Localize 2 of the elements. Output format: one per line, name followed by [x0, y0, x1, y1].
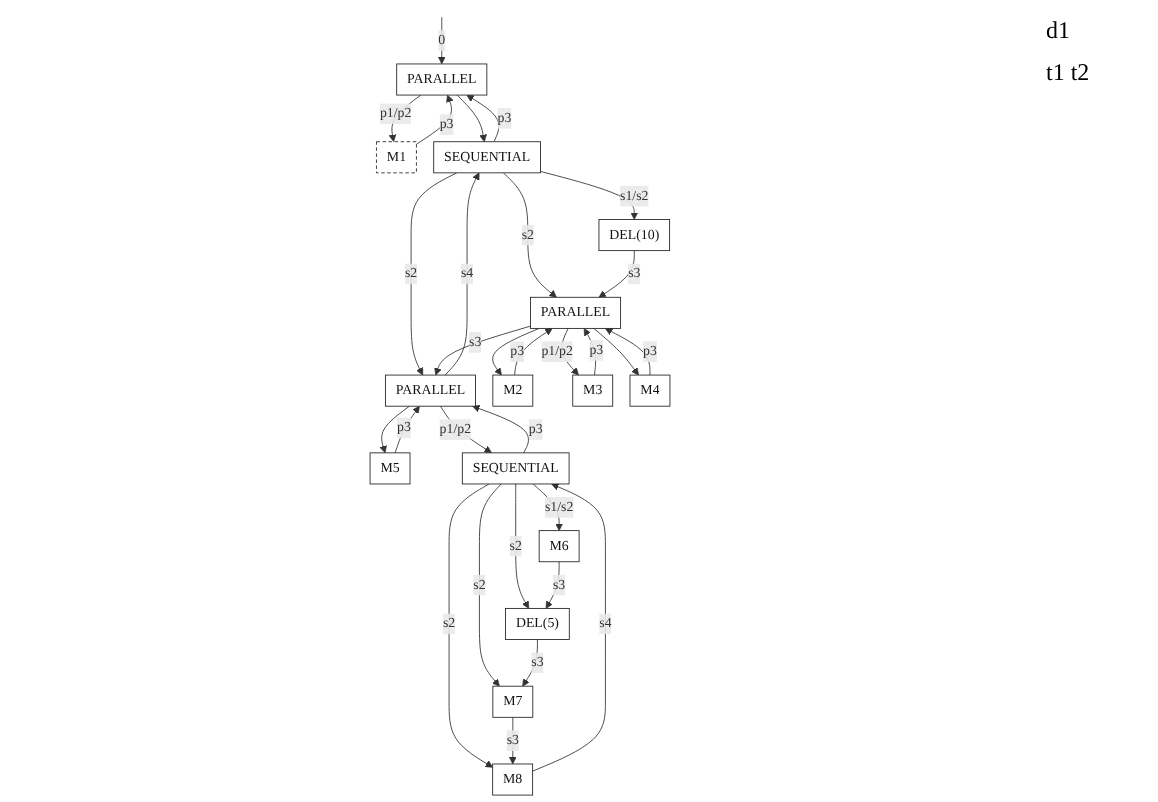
port-label: d1 [1046, 16, 1072, 46]
port-label: t1 t2 [1046, 58, 1092, 88]
